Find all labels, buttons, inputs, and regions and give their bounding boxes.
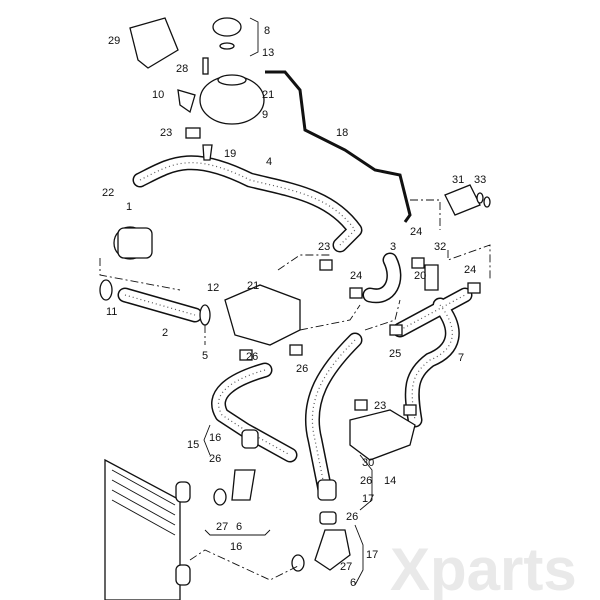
callout-label: 26 xyxy=(209,453,221,465)
callout-label: 1 xyxy=(126,201,132,213)
callout-label: 21 xyxy=(262,89,274,101)
callout-label: 27 xyxy=(216,521,228,533)
callout-label: 15 xyxy=(187,439,199,451)
callout-label: 21 xyxy=(247,280,259,292)
callout-label: 31 xyxy=(452,174,464,186)
callout-label: 23 xyxy=(318,241,330,253)
group-brackets xyxy=(203,17,373,586)
callout-label: 11 xyxy=(106,306,117,318)
callout-label: 2 xyxy=(162,327,168,339)
assembly-lines xyxy=(99,199,491,581)
coolant-hoses xyxy=(117,155,473,498)
callout-label: 26 xyxy=(246,351,258,363)
callout-label: 14 xyxy=(384,475,396,487)
callout-label: 18 xyxy=(336,127,348,139)
callout-label: 17 xyxy=(366,549,378,561)
callout-label: 24 xyxy=(350,270,362,282)
callout-label: 16 xyxy=(209,432,221,444)
callout-label: 26 xyxy=(346,511,358,523)
callout-label: 25 xyxy=(389,348,401,360)
callout-label: 17 xyxy=(362,493,374,505)
callout-label: 7 xyxy=(458,352,464,364)
callout-label: 30 xyxy=(362,457,374,469)
callout-label: 20 xyxy=(414,270,426,282)
callout-label: 23 xyxy=(374,400,386,412)
callout-label: 19 xyxy=(224,148,236,160)
callout-label: 5 xyxy=(202,350,208,362)
callout-label: 13 xyxy=(262,47,274,59)
callout-label: 23 xyxy=(160,127,172,139)
callout-label: 6 xyxy=(236,521,242,533)
callout-label: 3 xyxy=(390,241,396,253)
callout-label: 24 xyxy=(464,264,476,276)
callout-label: 16 xyxy=(230,541,242,553)
callout-label: 9 xyxy=(262,109,268,121)
cap xyxy=(212,17,242,37)
callout-label: 4 xyxy=(266,156,272,168)
callout-label: 28 xyxy=(176,63,188,75)
oil-cooler xyxy=(349,409,416,461)
parts xyxy=(99,17,491,572)
watermark: Xparts xyxy=(390,536,577,600)
radiator xyxy=(104,458,191,600)
callout-label: 6 xyxy=(350,577,356,589)
callout-label: 24 xyxy=(410,226,422,238)
pipe-18 xyxy=(265,70,412,223)
callout-label: 33 xyxy=(474,174,486,186)
callout-label: 27 xyxy=(340,561,352,573)
callout-label: 32 xyxy=(434,241,446,253)
callout-label: 22 xyxy=(102,187,114,199)
coolant-bottle xyxy=(129,17,179,69)
callout-label: 26 xyxy=(296,363,308,375)
valve-31 xyxy=(444,184,481,216)
callout-label: 12 xyxy=(207,282,219,294)
callout-label: 26 xyxy=(360,475,372,487)
callout-label: 29 xyxy=(108,35,120,47)
thermostat-housing xyxy=(224,284,301,346)
callout-label: 10 xyxy=(152,89,164,101)
callout-label: 8 xyxy=(264,25,270,37)
